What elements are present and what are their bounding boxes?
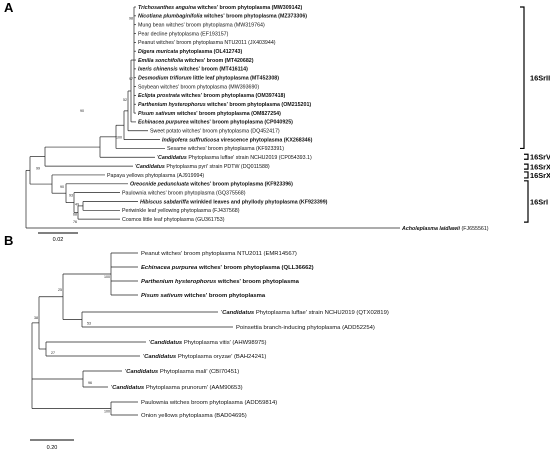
leaf-label: Indigofera suffruticosa virescence phyto… [162, 137, 313, 143]
leaf-label: Pisum sativum witches' broom phytoplasma [141, 293, 266, 299]
leaf-label: 'Candidatus Phytoplasma luffae' strain N… [221, 310, 389, 316]
leaf-label: Echinacea purpurea witches' broom phytop… [138, 120, 293, 126]
leaf-label: Parthenium hysterophorus witches' broom … [141, 279, 300, 285]
bootstrap-value: 98 [129, 17, 133, 21]
bootstrap-value: 49 [75, 202, 79, 206]
bootstrap-value: 25 [58, 288, 62, 292]
subgroup-label: 16SrX [530, 162, 550, 171]
leaf-label: 'Candidatus Phytoplasma luffae' strain N… [157, 155, 312, 161]
bootstrap-value: 93 [69, 194, 73, 198]
leaf-label: 'Candidatus Phytoplasma vitis' (AHW98975… [149, 340, 267, 346]
leaf-label: Cosmos little leaf phytoplasma (GU361753… [122, 217, 225, 223]
bootstrap-value: 76 [73, 220, 77, 224]
subgroup-label: 16SrI [530, 197, 548, 206]
bootstrap-value: 38 [34, 316, 38, 320]
leaf-label: Trichosanthes anguina witches' broom phy… [138, 5, 302, 11]
subgroup-label: 16SrVIII [530, 153, 550, 162]
leaf-label: Emilia sonchifolia witches' broom (MT420… [138, 58, 254, 64]
leaf-label: Acholeplasma laidlawii (FJ655561) [401, 226, 489, 232]
subgroup-bracket [524, 180, 529, 223]
leaf-label: Eclipta prostrata witches' broom phytopl… [138, 93, 286, 99]
tree-panel-a: Trichosanthes anguina witches' broom phy… [25, 5, 550, 243]
leaf-label: Papaya yellows phytoplasma (AJ919994) [107, 173, 204, 179]
leaf-label: Oreocnide peduncluata witches' broom phy… [130, 182, 293, 188]
leaf-label: Paulownia witches broom phytoplasma (ADD… [141, 400, 277, 406]
subgroup-bracket [524, 163, 529, 170]
leaf-label: Periwinkle leaf yellowing phytoplasma (F… [122, 208, 240, 214]
leaf-label: 'Candidatus Phytoplasma pyri' strain PDT… [135, 164, 270, 170]
bootstrap-value: 100 [104, 410, 110, 414]
leaf-label: 'Candidatus Phytoplasma prunorum' (AAM90… [111, 385, 243, 391]
bootstrap-value: 100 [116, 136, 122, 140]
subgroup-label: 16SrII [530, 74, 550, 83]
bootstrap-value: 68 [73, 212, 77, 216]
tree-panel-b: Peanut witches' broom phytoplasma NTU201… [30, 251, 389, 451]
subgroup-bracket [524, 171, 529, 179]
scale-bar-label: 0.20 [47, 445, 58, 451]
leaf-label: Paulownia witches' broom phytoplasma (GQ… [122, 190, 246, 196]
leaf-label: Sweet potato witches' broom phytoplasma … [150, 129, 280, 135]
leaf-label: Nicotiana plumbaginifolia witches' broom… [138, 14, 307, 20]
bootstrap-value: 53 [87, 322, 91, 326]
leaf-label: Desmodium triflorum little leaf phytopla… [138, 76, 279, 82]
bootstrap-value: 99 [36, 166, 40, 170]
leaf-label: Pear decline phytoplasma (EF193157) [138, 31, 229, 37]
leaf-label: Peanut witches' broom phytoplasma NTU201… [138, 40, 276, 46]
leaf-label: Pisum sativum witches' broom phytoplasma… [138, 111, 281, 117]
scale-bar-label: 0.02 [53, 237, 64, 243]
bootstrap-value: 52 [123, 98, 127, 102]
bootstrap-value: 90 [80, 109, 84, 113]
leaf-label: Digera muricata phytoplasma (OL412743) [138, 49, 242, 55]
leaf-label: 'Candidatus Phytoplasma oryzae' (BAH2424… [143, 354, 266, 360]
bootstrap-value: 27 [51, 351, 55, 355]
leaf-label: Sesame witches' broom phytoplasma (KF923… [167, 146, 284, 152]
leaf-label: Echinacea purpurea witches' broom phytop… [141, 265, 314, 271]
leaf-label: 'Candidatus Phytoplasma mali' (CBI70451) [125, 369, 239, 375]
bootstrap-value: 96 [88, 381, 92, 385]
panel-a-label: A [4, 0, 14, 15]
leaf-label: Poinsettia branch-inducing phytoplasma (… [236, 325, 375, 331]
subgroup-bracket [524, 153, 529, 160]
subgroup-bracket [520, 6, 525, 150]
leaf-label: Ixeris chinensis witches' broom (MT41611… [138, 67, 248, 73]
leaf-label: Onion yellows phytoplasma (BAD04695) [141, 413, 247, 419]
leaf-label: Mung bean witches' broom phytoplasma (MW… [138, 22, 265, 28]
subgroup-label: 16SrXII [530, 171, 550, 180]
leaf-label: Hibiscus sabdariffa wrinkled leaves and … [140, 199, 328, 205]
bootstrap-value: 97 [129, 77, 133, 81]
leaf-label: Peanut witches' broom phytoplasma NTU201… [141, 251, 297, 257]
bootstrap-value: 100 [104, 275, 110, 279]
panel-b-label: B [4, 233, 13, 248]
leaf-label: Soybean witches' broom phytoplasma (MW39… [138, 84, 259, 90]
bootstrap-value: 90 [60, 185, 64, 189]
leaf-label: Parthenium hysterophorus witches' broom … [138, 102, 311, 108]
